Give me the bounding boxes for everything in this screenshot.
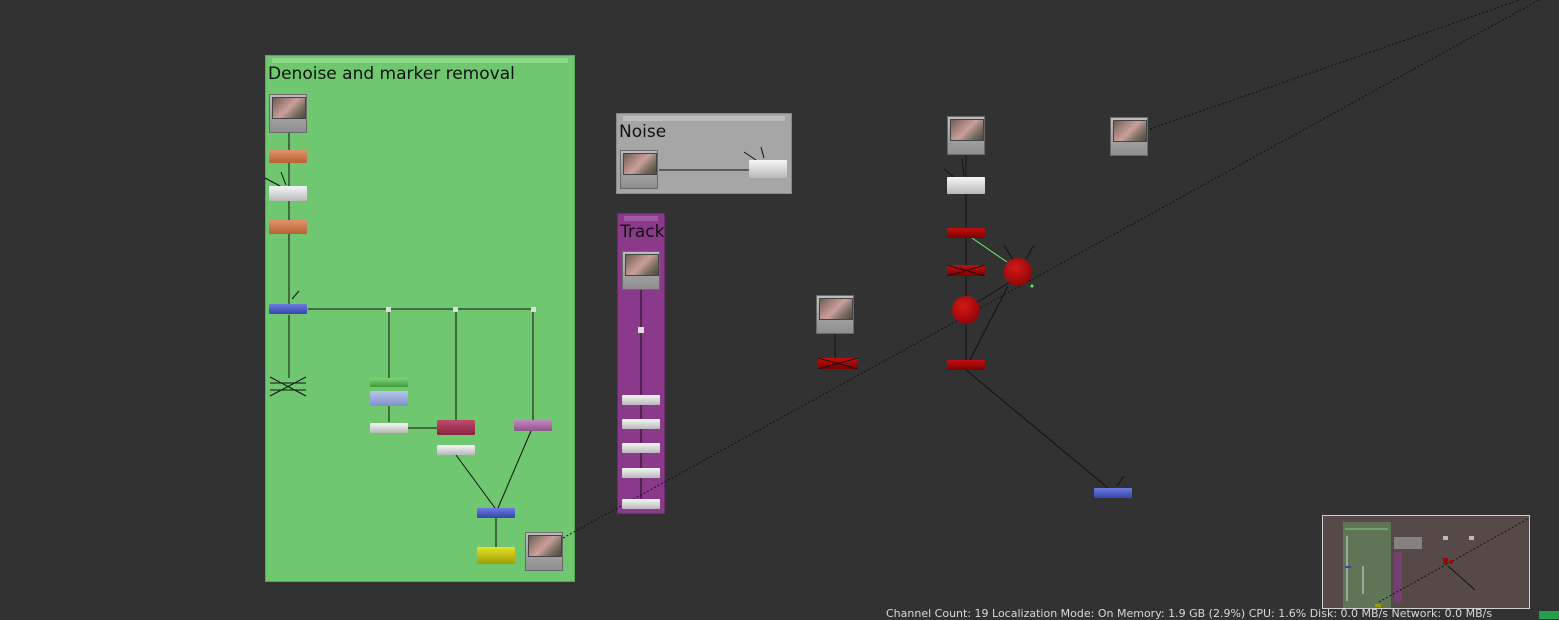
- read-node[interactable]: [816, 295, 854, 334]
- white-node[interactable]: [749, 160, 787, 178]
- thumbnail-image: [623, 153, 657, 175]
- red-node[interactable]: [947, 228, 985, 238]
- white-node[interactable]: [622, 468, 660, 478]
- dot-node[interactable]: [453, 307, 458, 312]
- orange-node[interactable]: [269, 220, 307, 234]
- thumbnail-image: [1113, 120, 1147, 142]
- minimap-preview: [1343, 515, 1534, 608]
- red-circle-node[interactable]: [1004, 258, 1032, 286]
- thumbnail-image: [528, 535, 562, 557]
- backdrop-denoise-and-marker-removal[interactable]: Denoise and marker removal: [265, 55, 575, 582]
- status-bar: Channel Count: 19 Localization Mode: On …: [886, 607, 1493, 620]
- red-circle-node[interactable]: [952, 296, 980, 324]
- disabled-node[interactable]: [818, 358, 858, 369]
- backdrop-handle[interactable]: [624, 216, 658, 221]
- thumbnail-image: [272, 97, 306, 119]
- red-node[interactable]: [947, 360, 985, 370]
- blue-merge-node[interactable]: [269, 304, 307, 314]
- mauve-node[interactable]: [514, 420, 552, 431]
- blue-merge-node[interactable]: [1094, 488, 1132, 498]
- dot-node[interactable]: [531, 307, 536, 312]
- read-node[interactable]: [269, 94, 307, 133]
- white-node[interactable]: [622, 443, 660, 453]
- yellow-write-node[interactable]: [477, 547, 515, 564]
- dot-node[interactable]: [386, 307, 391, 312]
- disabled-node[interactable]: [947, 265, 985, 276]
- orange-node[interactable]: [269, 150, 307, 163]
- read-node[interactable]: [525, 532, 563, 571]
- white-node[interactable]: [622, 499, 660, 509]
- white-node[interactable]: [269, 186, 307, 201]
- white-node[interactable]: [622, 419, 660, 429]
- disabled-cross-icon: [947, 265, 985, 276]
- thumbnail-image: [625, 254, 659, 276]
- backdrop-title: Denoise and marker removal: [268, 64, 515, 84]
- white-node[interactable]: [437, 445, 475, 455]
- dot-node[interactable]: [638, 327, 644, 333]
- read-node[interactable]: [620, 150, 658, 189]
- read-node[interactable]: [622, 251, 660, 290]
- disabled-cross-icon: [818, 358, 858, 369]
- read-node[interactable]: [947, 116, 985, 155]
- backdrop-title: Noise: [619, 122, 667, 142]
- white-node[interactable]: [622, 395, 660, 405]
- backdrop-handle[interactable]: [272, 58, 568, 63]
- maroon-node[interactable]: [437, 420, 475, 435]
- backdrop-title: Track: [620, 222, 665, 242]
- read-node[interactable]: [1110, 117, 1148, 156]
- green-node[interactable]: [370, 378, 408, 387]
- lightblue-node[interactable]: [370, 391, 408, 406]
- status-indicator: [1539, 611, 1559, 619]
- navigator-minimap[interactable]: [1322, 515, 1534, 609]
- white-node[interactable]: [370, 423, 408, 433]
- thumbnail-image: [819, 298, 853, 320]
- backdrop-handle[interactable]: [623, 116, 785, 121]
- white-node[interactable]: [947, 177, 985, 194]
- thumbnail-image: [950, 119, 984, 141]
- blue-merge-node[interactable]: [477, 508, 515, 518]
